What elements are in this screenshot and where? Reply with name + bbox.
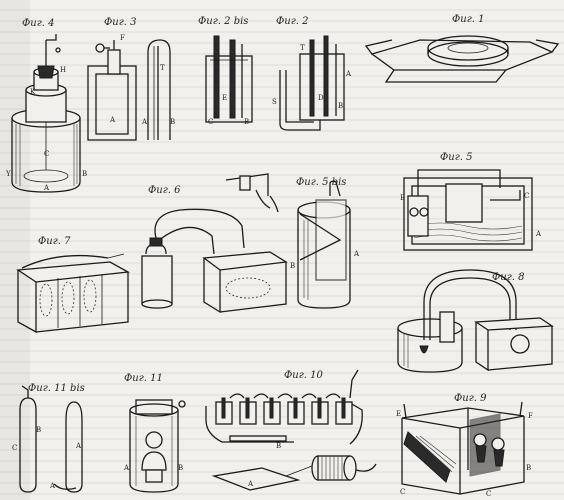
caption-fig11: Фиг. 11 — [124, 373, 163, 384]
fig5bis-label-a: A — [353, 250, 360, 258]
fig7-box — [16, 253, 131, 334]
caption-fig1: Фиг. 1 — [452, 14, 485, 25]
fig9-label-c: C — [400, 488, 405, 496]
fig4-label-h: H — [60, 66, 66, 74]
caption-fig5b: Фиг. 5 bis — [296, 177, 347, 188]
fig4-label-b: B — [82, 170, 87, 178]
fig4-label-k: K — [30, 88, 36, 96]
caption-fig7: Фиг. 7 — [38, 236, 71, 247]
fig8-tub-box — [397, 269, 554, 373]
page-gutter-shadow — [0, 0, 30, 500]
fig2bis-label-c: C — [208, 118, 213, 126]
fig9-label-f: F — [528, 412, 533, 420]
caption-fig2b: Фиг. 2 bis — [198, 16, 249, 27]
caption-fig5: Фиг. 5 — [440, 152, 473, 163]
fig6-bottle-box — [141, 173, 288, 314]
fig11bis-label-a: A — [75, 442, 82, 450]
fig2bis-label-e: E — [222, 94, 227, 102]
fig9-frame: E F B C C — [396, 401, 533, 498]
caption-fig6: Фиг. 6 — [148, 185, 181, 196]
fig10-battery-coil: A B — [205, 369, 377, 491]
fig10-label-b: B — [276, 442, 281, 450]
caption-fig4: Фиг. 4 — [22, 18, 55, 29]
fig2-label-t: T — [300, 44, 305, 52]
fig11-label-a: A — [123, 464, 130, 472]
fig3-label-a2: A — [141, 118, 148, 126]
fig1-tray — [364, 35, 560, 83]
caption-fig8: Фиг. 8 — [492, 272, 525, 283]
fig5-label-c: C — [524, 192, 529, 200]
fig10-cells — [215, 397, 353, 425]
fig2-cell-tube: S T A B D — [272, 35, 352, 131]
fig2-label-d: D — [318, 94, 324, 102]
fig3-label-t: T — [160, 64, 165, 72]
fig5bis-cylinder: B A — [290, 180, 360, 309]
fig4-label-c: C — [44, 150, 49, 158]
fig11bis-label-b: B — [36, 426, 41, 434]
fig4-label-a: A — [43, 184, 50, 192]
fig5-label-a: A — [535, 230, 542, 238]
fig11-bust-jar: A B — [123, 399, 186, 493]
fig11bis-label-a2: A — [49, 482, 56, 490]
fig3-label-a: A — [109, 116, 116, 124]
caption-fig11b: Фиг. 11 bis — [28, 383, 85, 394]
fig2-label-a: A — [345, 70, 352, 78]
fig5-tank: E A C — [400, 169, 542, 251]
fig11-label-b: B — [178, 464, 183, 472]
fig5bis-label-b: B — [290, 262, 295, 270]
fig4-label-y: Y — [5, 170, 11, 178]
fig2-label-b: B — [338, 102, 343, 110]
fig2bis-label-b: B — [244, 118, 249, 126]
fig9-label-b: B — [526, 464, 531, 472]
caption-fig9: Фиг. 9 — [454, 393, 487, 404]
fig2-label-s: S — [272, 98, 277, 106]
caption-fig2: Фиг. 2 — [276, 16, 309, 27]
fig9-label-c2: C — [486, 490, 491, 498]
fig3-label-b: B — [170, 118, 175, 126]
fig11bis-label-c: C — [12, 444, 17, 452]
fig4-jar-apparatus: C A Y B K H V — [5, 34, 87, 193]
fig2bis-cell: C B E — [205, 35, 253, 126]
caption-fig10: Фиг. 10 — [284, 370, 323, 381]
caption-fig3: Фиг. 3 — [104, 17, 137, 28]
fig11bis-cylinders: C B A A — [12, 385, 83, 493]
fig3-clamp-frame: A F A B T — [87, 34, 175, 141]
fig3-label-f: F — [120, 34, 125, 42]
fig5-label-e: E — [400, 194, 405, 202]
fig4-label-v: V — [41, 72, 48, 80]
fig10-label-a: A — [247, 480, 254, 488]
fig9-label-e: E — [396, 410, 401, 418]
